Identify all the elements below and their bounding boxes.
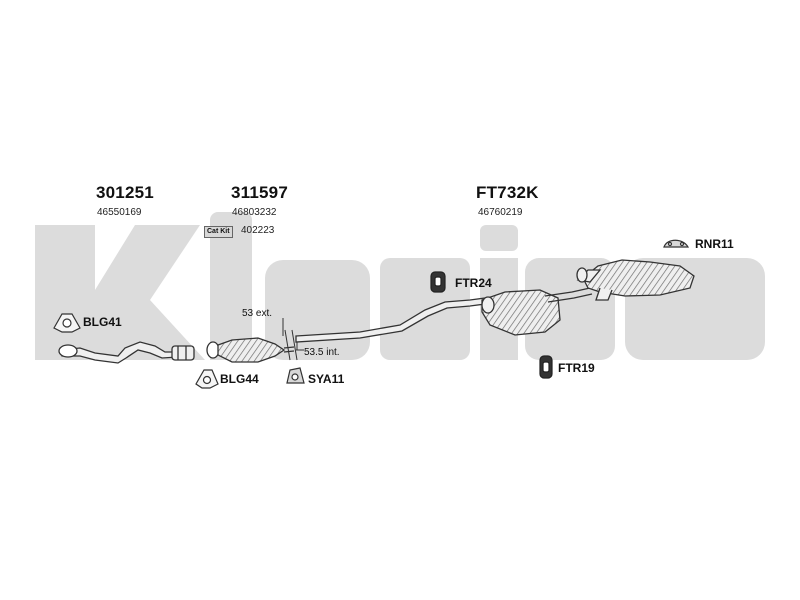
fitting-label-ftr19: FTR19 [558,361,595,375]
rear-silencer [576,259,695,301]
fitting-label-ftr24: FTR24 [455,276,492,290]
rnr11-hanger-icon [663,239,690,248]
oe-number-46550169: 46550169 [97,207,142,218]
blg41-gasket-icon [53,313,81,333]
part-number-301251: 301251 [96,183,154,202]
oe-number-46760219: 46760219 [478,207,523,218]
oe-number-46803232: 46803232 [232,207,277,218]
catalytic-converter-311597 [206,337,295,363]
front-pipe-301251 [58,341,195,364]
part-number-311597: 311597 [231,183,288,202]
cat-kit-badge: Cat Kit [204,226,233,238]
dimension-marks [282,318,304,361]
fitting-label-blg41: BLG41 [83,315,122,329]
centre-silencer-ft732k [481,287,593,336]
dimension-ext: 53 ext. [242,308,273,319]
ftr19-rubber-mount-icon [539,355,553,379]
fitting-label-rnr11: RNR11 [695,237,734,251]
ftr24-rubber-mount-icon [430,271,446,293]
sya11-clamp-icon [286,367,305,384]
cat-kit-code: 402223 [241,225,275,236]
part-number-ft732k: FT732K [476,183,539,202]
blg44-gasket-icon [195,369,219,389]
fitting-label-blg44: BLG44 [220,372,259,386]
dimension-int: 53.5 int. [304,347,340,358]
fitting-label-sya11: SYA11 [308,372,345,386]
